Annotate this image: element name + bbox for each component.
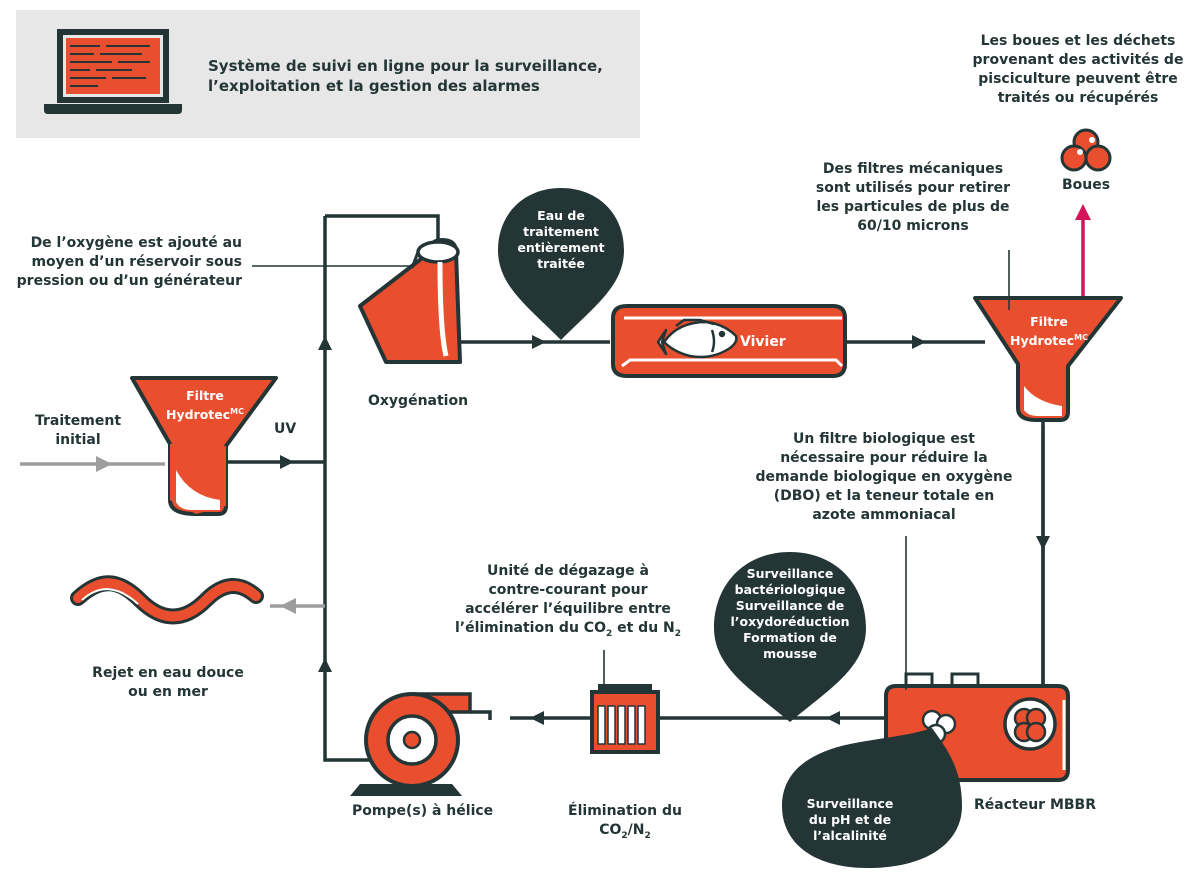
note-oxygen: De l’oxygène est ajouté au moyen d’un ré… <box>16 235 242 289</box>
leader-lines <box>252 250 1010 690</box>
label-pump: Pompe(s) à hélice <box>352 803 494 819</box>
pins <box>498 188 962 868</box>
filter-label-1: Filtre HydrotecMC <box>165 388 245 423</box>
banner-text: Système de suivi en ligne pour la survei… <box>208 57 603 95</box>
filter-hydrotec-1 <box>130 376 278 516</box>
pin-ph: Surveillance du pH et de l’alcalinité <box>806 796 894 843</box>
pin-monitoring: Surveillance bactériologique Surveillanc… <box>730 566 850 661</box>
label-vivier: Vivier <box>740 334 786 350</box>
laptop-monitoring-icon <box>44 29 182 114</box>
label-mbbr: Réacteur MBBR <box>974 797 1097 813</box>
note-sludge: Les boues et les déchets provenant des a… <box>972 33 1184 106</box>
degassing-unit-icon <box>590 684 660 754</box>
sludge-balls-icon <box>1060 128 1112 172</box>
note-biofilter: Un filtre biologique est nécessaire pour… <box>755 431 1013 523</box>
wave-icon <box>70 575 264 625</box>
oxygen-cone-icon <box>358 238 462 364</box>
pump-icon <box>350 692 472 796</box>
note-mechanical-filters: Des filtres mécaniques sont utilisés pou… <box>815 161 1011 234</box>
fish-icon <box>656 318 738 359</box>
label-boues: Boues <box>1062 177 1111 193</box>
filter-label-2: Filtre HydrotecMC <box>1009 314 1089 349</box>
label-oxygenation: Oxygénation <box>368 393 469 409</box>
pin-treated-water: Eau de traitement entièrement traitée <box>517 208 605 271</box>
label-discharge: Rejet en eau douce ou en mer <box>92 665 244 700</box>
label-initial-treatment: Traitement initial <box>34 413 122 448</box>
filter-hydrotec-2 <box>973 296 1123 422</box>
grey-arrows <box>20 456 325 614</box>
label-uv: UV <box>274 421 297 437</box>
flow-arrows <box>280 335 1050 725</box>
note-degassing: Unité de dégazage à contre-courant pour … <box>454 563 682 639</box>
label-co2-removal: Élimination du CO2/N2 <box>568 803 682 841</box>
sludge-arrow <box>1075 204 1091 298</box>
